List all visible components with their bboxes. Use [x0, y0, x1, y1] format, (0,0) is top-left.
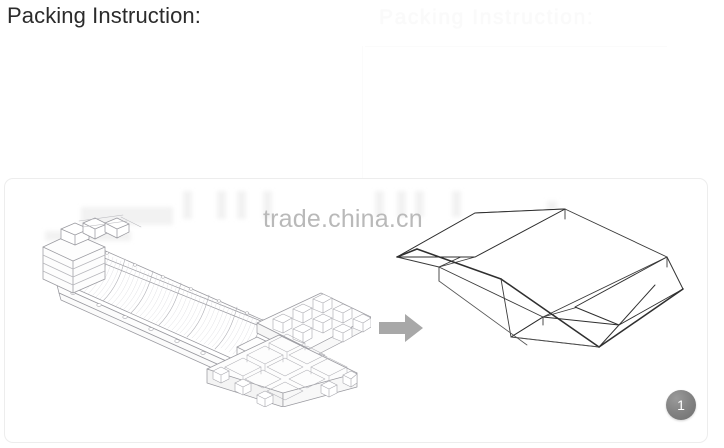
watermark-artifact	[375, 191, 384, 217]
page-title: Packing Instruction:	[7, 3, 201, 28]
product-on-foam-tray-illustration	[42, 214, 371, 407]
step-badge: 1	[666, 390, 696, 420]
ghost-vertical-rule	[362, 46, 363, 179]
ghost-page-title: Packing Instruction:	[379, 6, 595, 29]
open-carton-box-illustration	[396, 208, 684, 348]
ghost-divider	[365, 46, 667, 47]
arrow-right-icon	[379, 314, 423, 342]
packing-illustration-panel: trade.china.cn 1	[4, 178, 708, 443]
